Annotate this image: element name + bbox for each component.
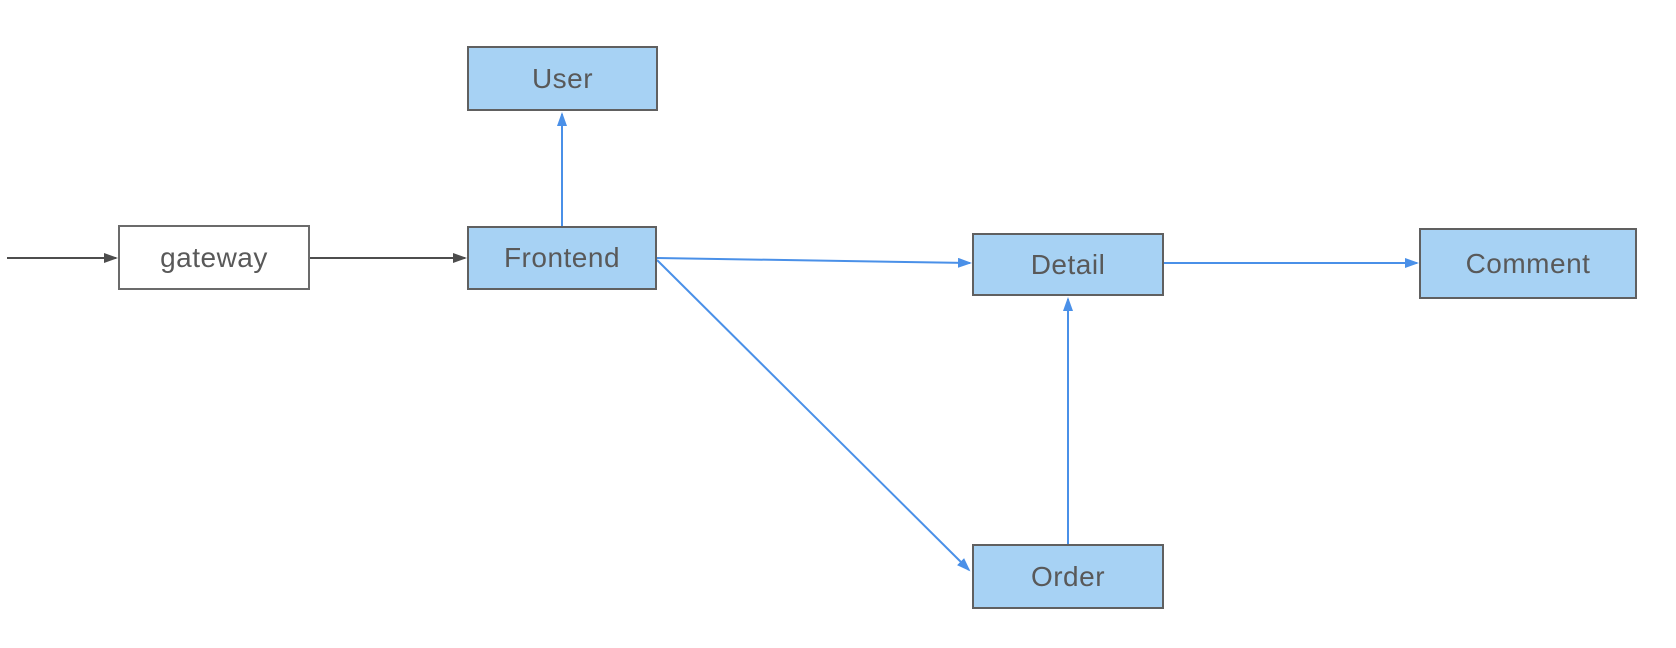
- node-order-label: Order: [1030, 560, 1106, 592]
- node-order: Order: [972, 544, 1164, 609]
- node-comment-label: Comment: [1465, 247, 1591, 279]
- node-user: User: [467, 46, 658, 111]
- node-detail: Detail: [972, 233, 1164, 296]
- node-gateway: gateway: [118, 225, 310, 290]
- node-frontend-label: Frontend: [503, 242, 621, 273]
- edge-frontend-to-order: [656, 259, 971, 572]
- node-detail-label: Detail: [1030, 248, 1106, 280]
- node-gateway-label: gateway: [160, 241, 268, 273]
- node-user-label: User: [531, 62, 594, 94]
- node-comment: Comment: [1419, 228, 1637, 299]
- node-frontend: Frontend: [467, 226, 657, 290]
- edge-frontend-to-detail: [656, 257, 972, 268]
